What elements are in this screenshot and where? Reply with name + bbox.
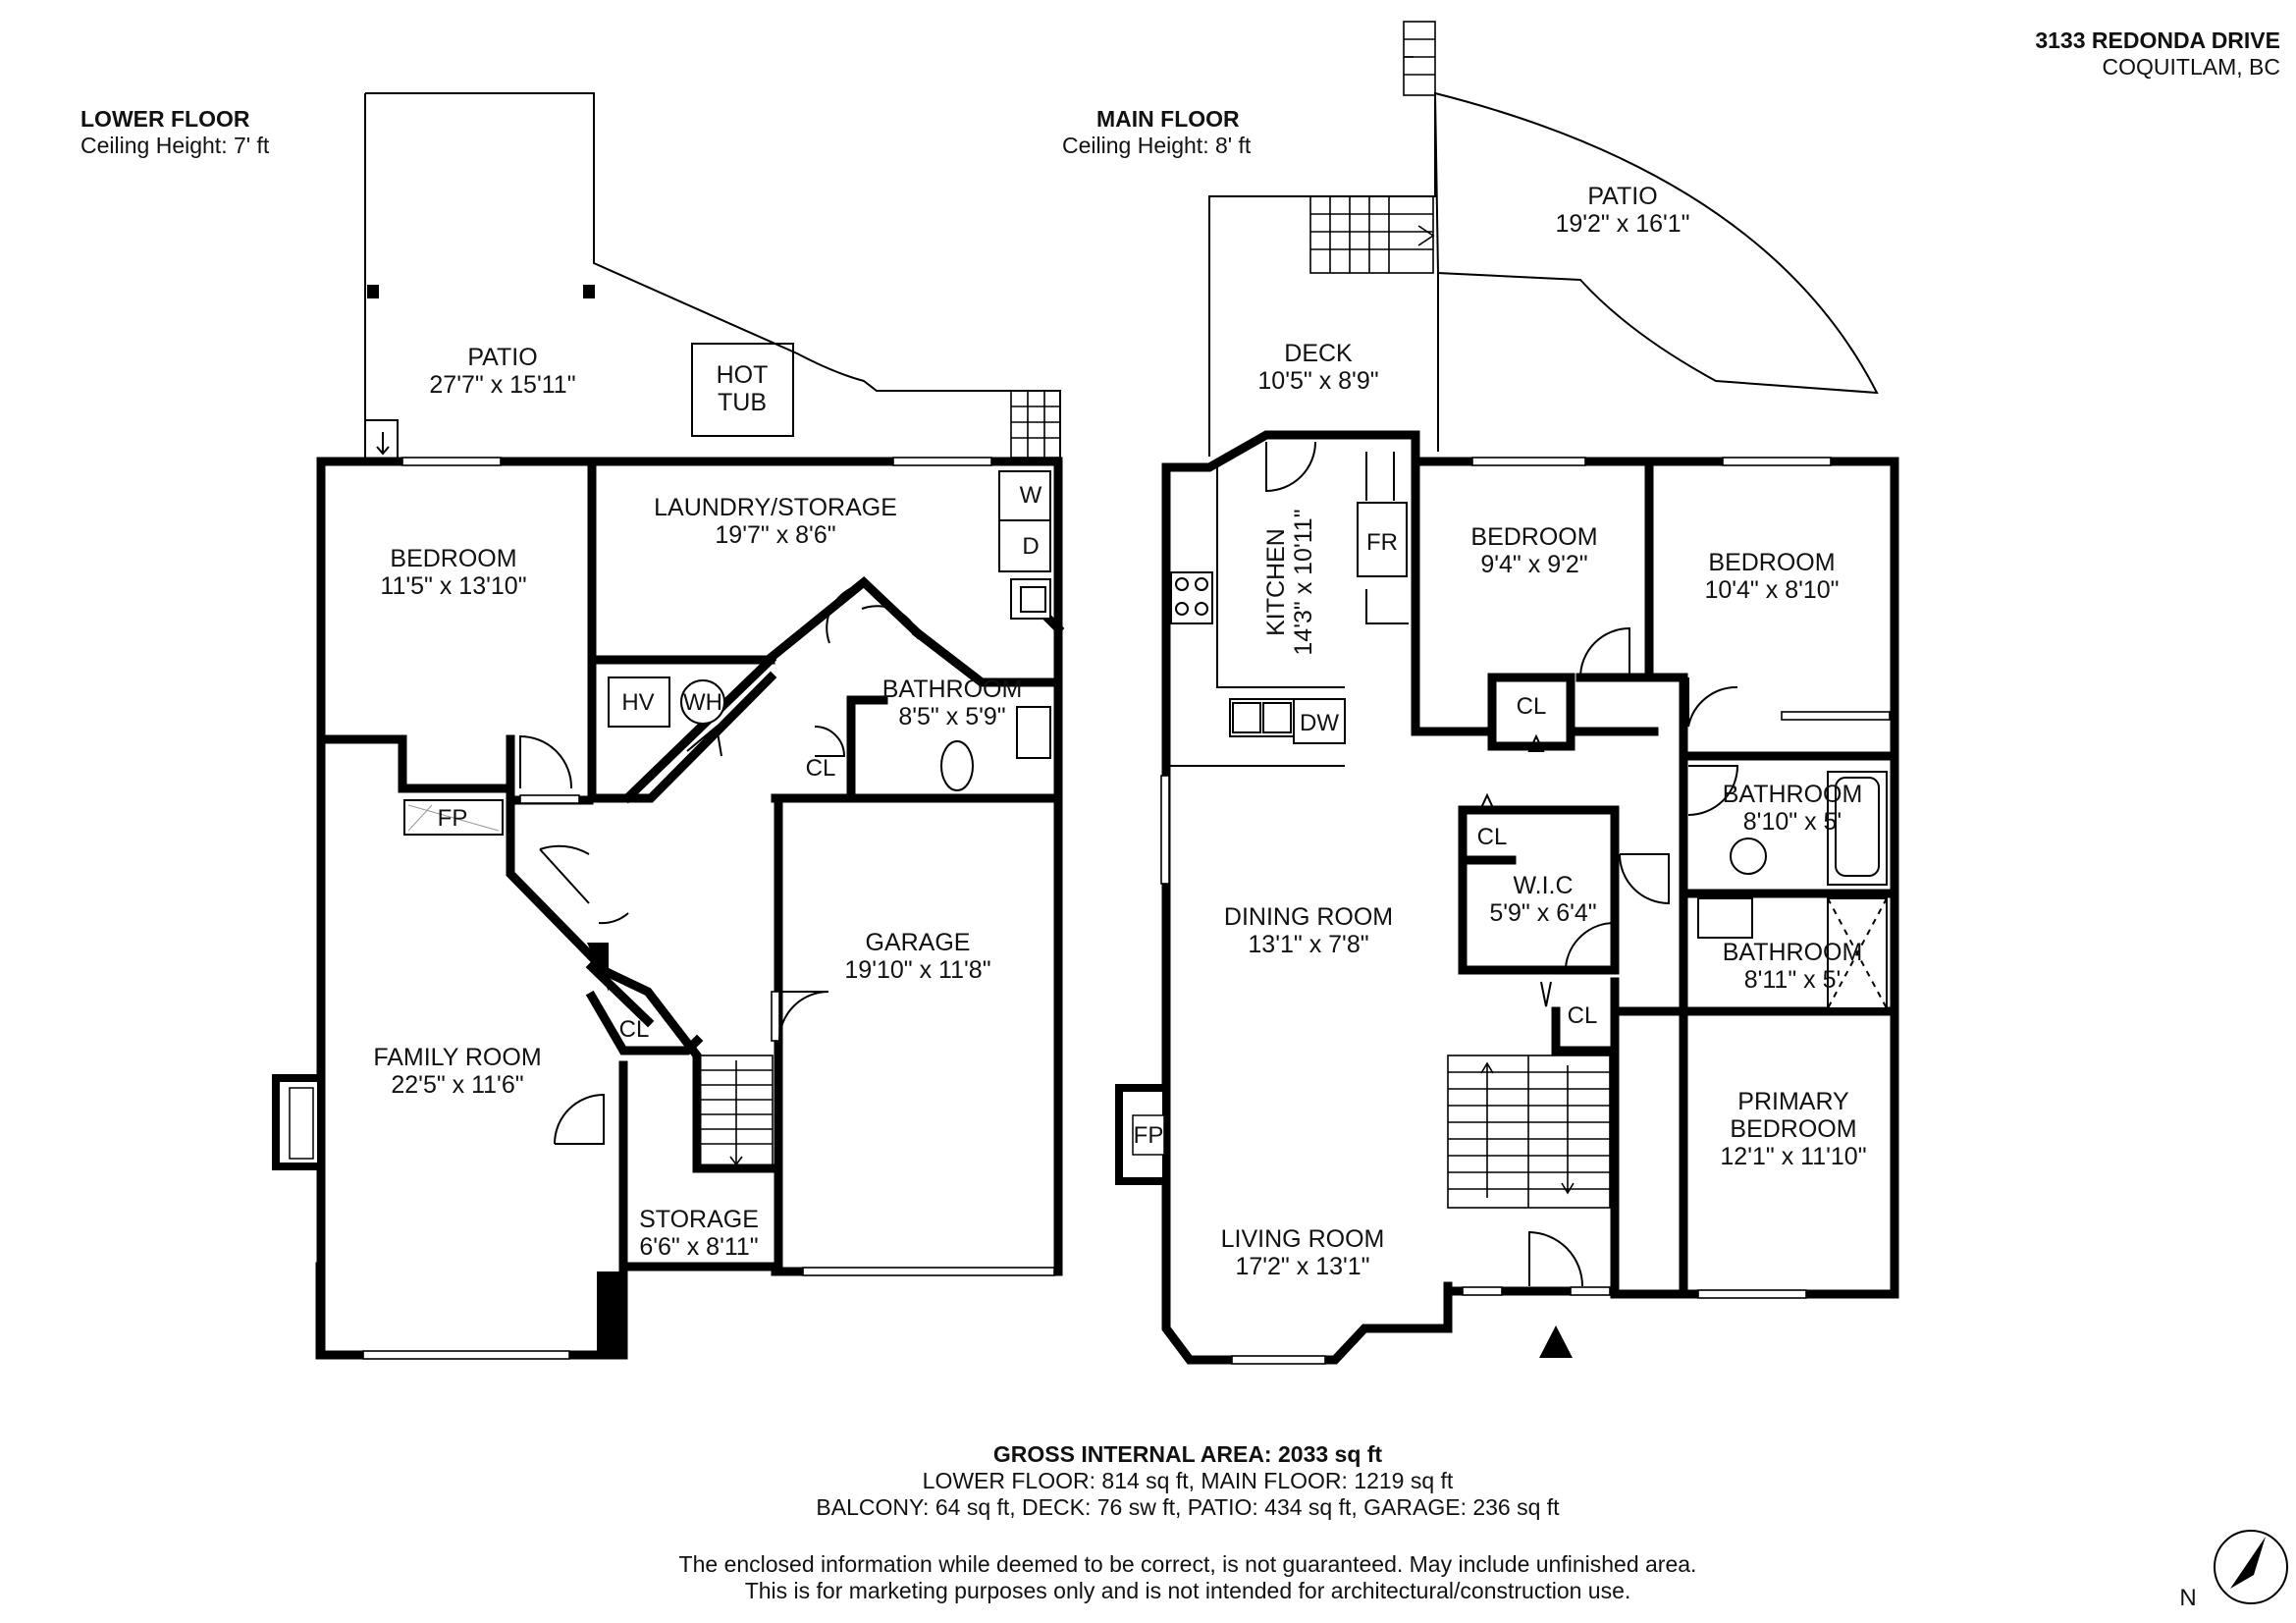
hv-label: HV — [621, 689, 654, 716]
laundry-size: 19'7" x 8'6" — [715, 521, 835, 549]
deck-size: 10'5" x 8'9" — [1257, 367, 1378, 395]
area-summary: GROSS INTERNAL AREA: 2033 sq ft LOWER FL… — [550, 1441, 1826, 1521]
lower-stairs — [698, 1055, 774, 1169]
deck-outline — [1208, 98, 1436, 457]
main-doors — [1265, 441, 1739, 1287]
main-bedroom-2-size: 10'4" x 8'10" — [1704, 576, 1839, 604]
lower-toilet — [940, 740, 974, 791]
wh-label: WH — [683, 689, 722, 716]
lower-patio-outline — [365, 92, 1061, 459]
deck-name: DECK — [1284, 340, 1353, 367]
main-bedroom-1-size: 9'4" x 9'2" — [1480, 551, 1587, 578]
dryer — [998, 519, 1051, 572]
lower-bathroom-size: 8'5" x 5'9" — [898, 703, 1005, 730]
water-heater — [680, 679, 725, 725]
lower-patio-name: PATIO — [467, 344, 537, 371]
lower-floor-heading: LOWER FLOOR Ceiling Height: 7' ft — [80, 106, 269, 159]
main-patio-name: PATIO — [1587, 183, 1657, 210]
lower-patio-size: 27'7" x 15'11" — [429, 371, 575, 399]
wic-name: W.I.C — [1513, 872, 1573, 899]
family-room-size: 22'5" x 11'6" — [391, 1071, 523, 1099]
hot-tub-label-1: HOT — [717, 361, 769, 389]
main-patio-outline — [1433, 91, 1879, 395]
fridge-label: FR — [1366, 529, 1398, 556]
storage-name: STORAGE — [639, 1206, 759, 1233]
main-bath-sink-1 — [1730, 838, 1767, 875]
lower-closet-label-2: CL — [806, 755, 836, 782]
dryer-label: D — [1022, 533, 1039, 560]
living-room-size: 17'2" x 13'1" — [1235, 1253, 1369, 1280]
family-room-name: FAMILY ROOM — [373, 1044, 541, 1071]
compass-needle-icon — [2230, 1537, 2266, 1589]
address-line-2: COQUITLAM, BC — [2102, 54, 2280, 80]
main-floor-plan: PATIO 19'2" x 16'1" DECK 10'5" x 8'9" KI… — [1115, 21, 1899, 1365]
main-patio-size: 19'2" x 16'1" — [1555, 210, 1689, 238]
lower-bedroom-size: 11'5" x 13'10" — [380, 572, 526, 600]
main-bedroom-1-name: BEDROOM — [1470, 523, 1597, 551]
main-bathroom-2-size: 8'11" x 5' — [1744, 966, 1842, 994]
main-fp-label: FP — [1134, 1122, 1164, 1149]
primary-bedroom-name-1: PRIMARY — [1737, 1088, 1849, 1115]
address-line-1: 3133 REDONDA DRIVE — [2035, 27, 2280, 53]
main-bathroom-1-size: 8'10" x 5' — [1743, 808, 1842, 836]
living-room-name: LIVING ROOM — [1221, 1225, 1385, 1253]
main-closet-label-2: CL — [1477, 824, 1508, 850]
area-line-2: LOWER FLOOR: 814 sq ft, MAIN FLOOR: 1219… — [922, 1468, 1454, 1493]
lower-closet-label-1: CL — [619, 1016, 650, 1043]
gross-area-label: GROSS INTERNAL AREA: — [992, 1441, 1272, 1467]
main-windows — [1160, 457, 1891, 1365]
hvac-unit — [608, 676, 670, 728]
primary-bedroom-size: 12'1" x 11'10" — [1720, 1143, 1866, 1170]
main-closet-label-1: CL — [1517, 693, 1547, 720]
primary-bedroom-name-2: BEDROOM — [1730, 1115, 1856, 1143]
dishwasher-label: DW — [1300, 710, 1339, 736]
property-address: 3133 REDONDA DRIVE COQUITLAM, BC — [2035, 27, 2280, 81]
area-line-3: BALCONY: 64 sq ft, DECK: 76 sw ft, PATIO… — [816, 1494, 1560, 1520]
main-bath-sink-2 — [1697, 897, 1753, 939]
garage-name: GARAGE — [866, 929, 971, 956]
main-bathroom-1-name: BATHROOM — [1723, 781, 1863, 808]
main-bathroom-2-name: BATHROOM — [1723, 939, 1863, 966]
dishwasher — [1293, 698, 1346, 744]
disclaimer-line-2: This is for marketing purposes only and … — [744, 1578, 1631, 1603]
lower-bath-vanity — [1016, 706, 1051, 759]
main-floor-title: MAIN FLOOR — [1096, 106, 1240, 132]
north-compass: N — [2179, 1530, 2288, 1611]
main-floor-heading: MAIN FLOOR Ceiling Height: 8' ft — [1062, 106, 1251, 159]
lower-patio-steps — [1010, 390, 1061, 459]
entry-arrow-icon — [1539, 1325, 1573, 1358]
lower-doors — [519, 583, 919, 1145]
gross-area-value: 2033 sq ft — [1277, 1441, 1383, 1467]
lower-fp-label: FP — [438, 805, 468, 832]
kitchen-size: 14'3" x 10'11" — [1290, 509, 1317, 655]
washer-label: W — [1020, 482, 1042, 509]
hot-tub-label-2: TUB — [718, 389, 767, 416]
fridge — [1357, 502, 1408, 577]
lower-floor-ceiling: Ceiling Height: 7' ft — [80, 133, 270, 158]
main-closet-label-3: CL — [1568, 1002, 1598, 1029]
disclaimer-line-1: The enclosed information while deemed to… — [678, 1551, 1697, 1577]
main-stairs — [1447, 1055, 1611, 1209]
storage-size: 6'6" x 8'11" — [639, 1233, 758, 1261]
lower-floor-plan: PATIO 27'7" x 15'11" HOT TUB LAUNDRY/STO… — [272, 92, 1065, 1360]
garage-size: 19'10" x 11'8" — [844, 956, 990, 984]
dining-room-size: 13'1" x 7'8" — [1248, 931, 1368, 958]
lower-bathroom-name: BATHROOM — [882, 676, 1023, 703]
main-bedroom-2-name: BEDROOM — [1708, 549, 1835, 576]
disclaimer: The enclosed information while deemed to… — [452, 1551, 1924, 1604]
wic-size: 5'9" x 6'4" — [1489, 899, 1596, 927]
laundry-name: LAUNDRY/STORAGE — [654, 494, 897, 521]
kitchen-name: KITCHEN — [1262, 528, 1290, 636]
compass-label: N — [2179, 1585, 2196, 1611]
dining-room-name: DINING ROOM — [1224, 903, 1393, 931]
main-patio-stairs — [1309, 21, 1436, 274]
lower-bedroom-name: BEDROOM — [390, 545, 516, 572]
lower-windows — [362, 457, 1055, 1360]
main-floor-ceiling: Ceiling Height: 8' ft — [1062, 133, 1252, 158]
hot-tub — [691, 343, 794, 437]
lower-floor-title: LOWER FLOOR — [80, 106, 250, 132]
